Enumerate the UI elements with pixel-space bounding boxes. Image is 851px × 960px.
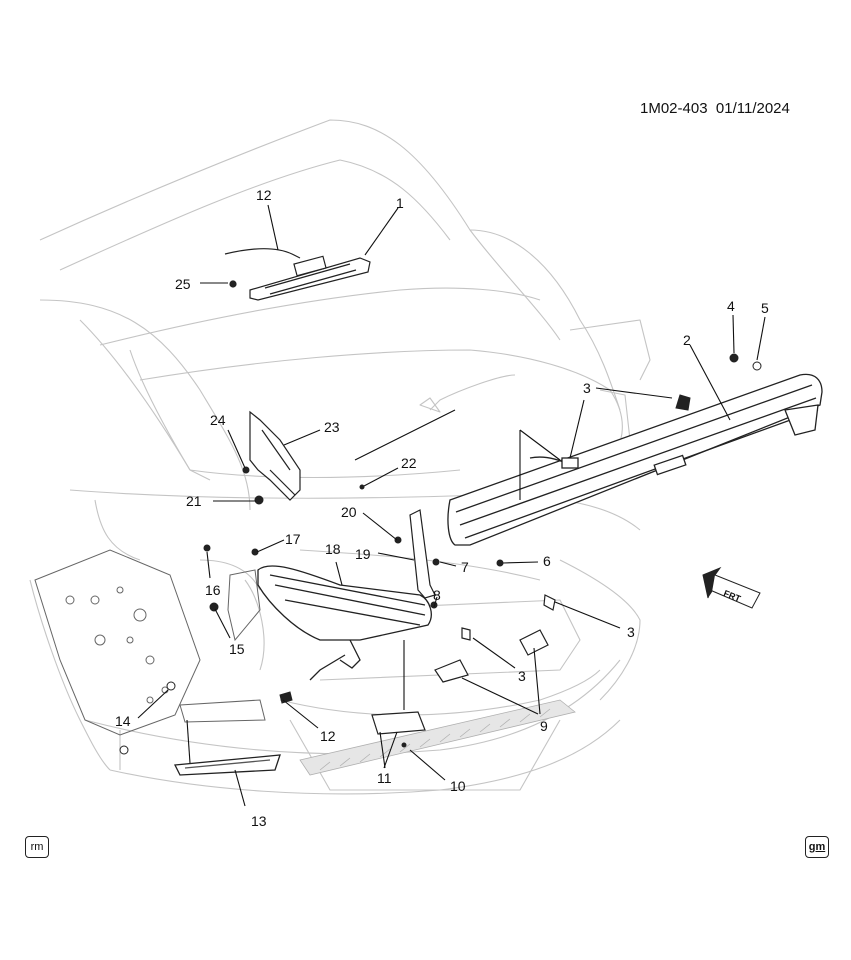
fasteners: [119, 353, 762, 755]
callout-8: 8: [433, 587, 441, 603]
chmsl-lamp: [249, 255, 371, 301]
callout-10: 10: [450, 778, 466, 794]
callout-13: 13: [251, 813, 267, 829]
callout-11: 11: [377, 770, 392, 786]
callout-14: 14: [115, 713, 131, 729]
callout-3b: 3: [627, 624, 635, 640]
leader-lines: [137, 204, 766, 807]
callout-9: 9: [540, 718, 548, 734]
callout-6: 6: [543, 553, 551, 569]
tail-lamp-upper-part: [249, 410, 301, 501]
diagram-code: 1M02-403: [640, 100, 708, 117]
callout-17: 17: [285, 531, 301, 547]
callout-16: 16: [205, 582, 221, 598]
callout-21: 21: [186, 493, 202, 509]
callout-7: 7: [461, 559, 469, 575]
badge-rm: rm: [25, 836, 49, 858]
badge-gm: gm: [805, 836, 829, 858]
callout-12b: 12: [320, 728, 336, 744]
callout-22: 22: [401, 455, 417, 471]
vehicle-body-ghost: [29, 119, 651, 795]
reflector-13: [173, 754, 281, 776]
callout-4: 4: [727, 298, 735, 314]
callout-3a: 3: [583, 380, 591, 396]
callout-15: 15: [229, 641, 245, 657]
bumper-diffuser: [299, 699, 576, 776]
front-direction-arrow: FRT: [702, 566, 761, 609]
callout-5: 5: [761, 300, 769, 316]
tail-lamp-assembly: [257, 565, 432, 681]
callout-3c: 3: [518, 668, 526, 684]
callout-18: 18: [325, 541, 341, 557]
bracket-19: [409, 509, 436, 599]
callout-24: 24: [210, 412, 226, 428]
callout-1: 1: [396, 195, 404, 211]
callout-2: 2: [683, 332, 691, 348]
callout-19: 19: [355, 546, 371, 562]
diagram-header: 1M02-403 01/11/2024: [640, 100, 790, 117]
callout-12a: 12: [256, 187, 272, 203]
callout-23: 23: [324, 419, 340, 435]
chmsl-harness: [224, 248, 301, 288]
callout-numbers: 1 2 3 3 3 4 5 6 7 8 9 10 11 12 12 13 14 …: [115, 187, 769, 829]
diagram-date: 01/11/2024: [715, 100, 790, 117]
rear-applique-bar: [447, 373, 823, 546]
sensor-brackets: [371, 594, 556, 735]
callout-20: 20: [341, 504, 357, 520]
callout-25: 25: [175, 276, 191, 292]
